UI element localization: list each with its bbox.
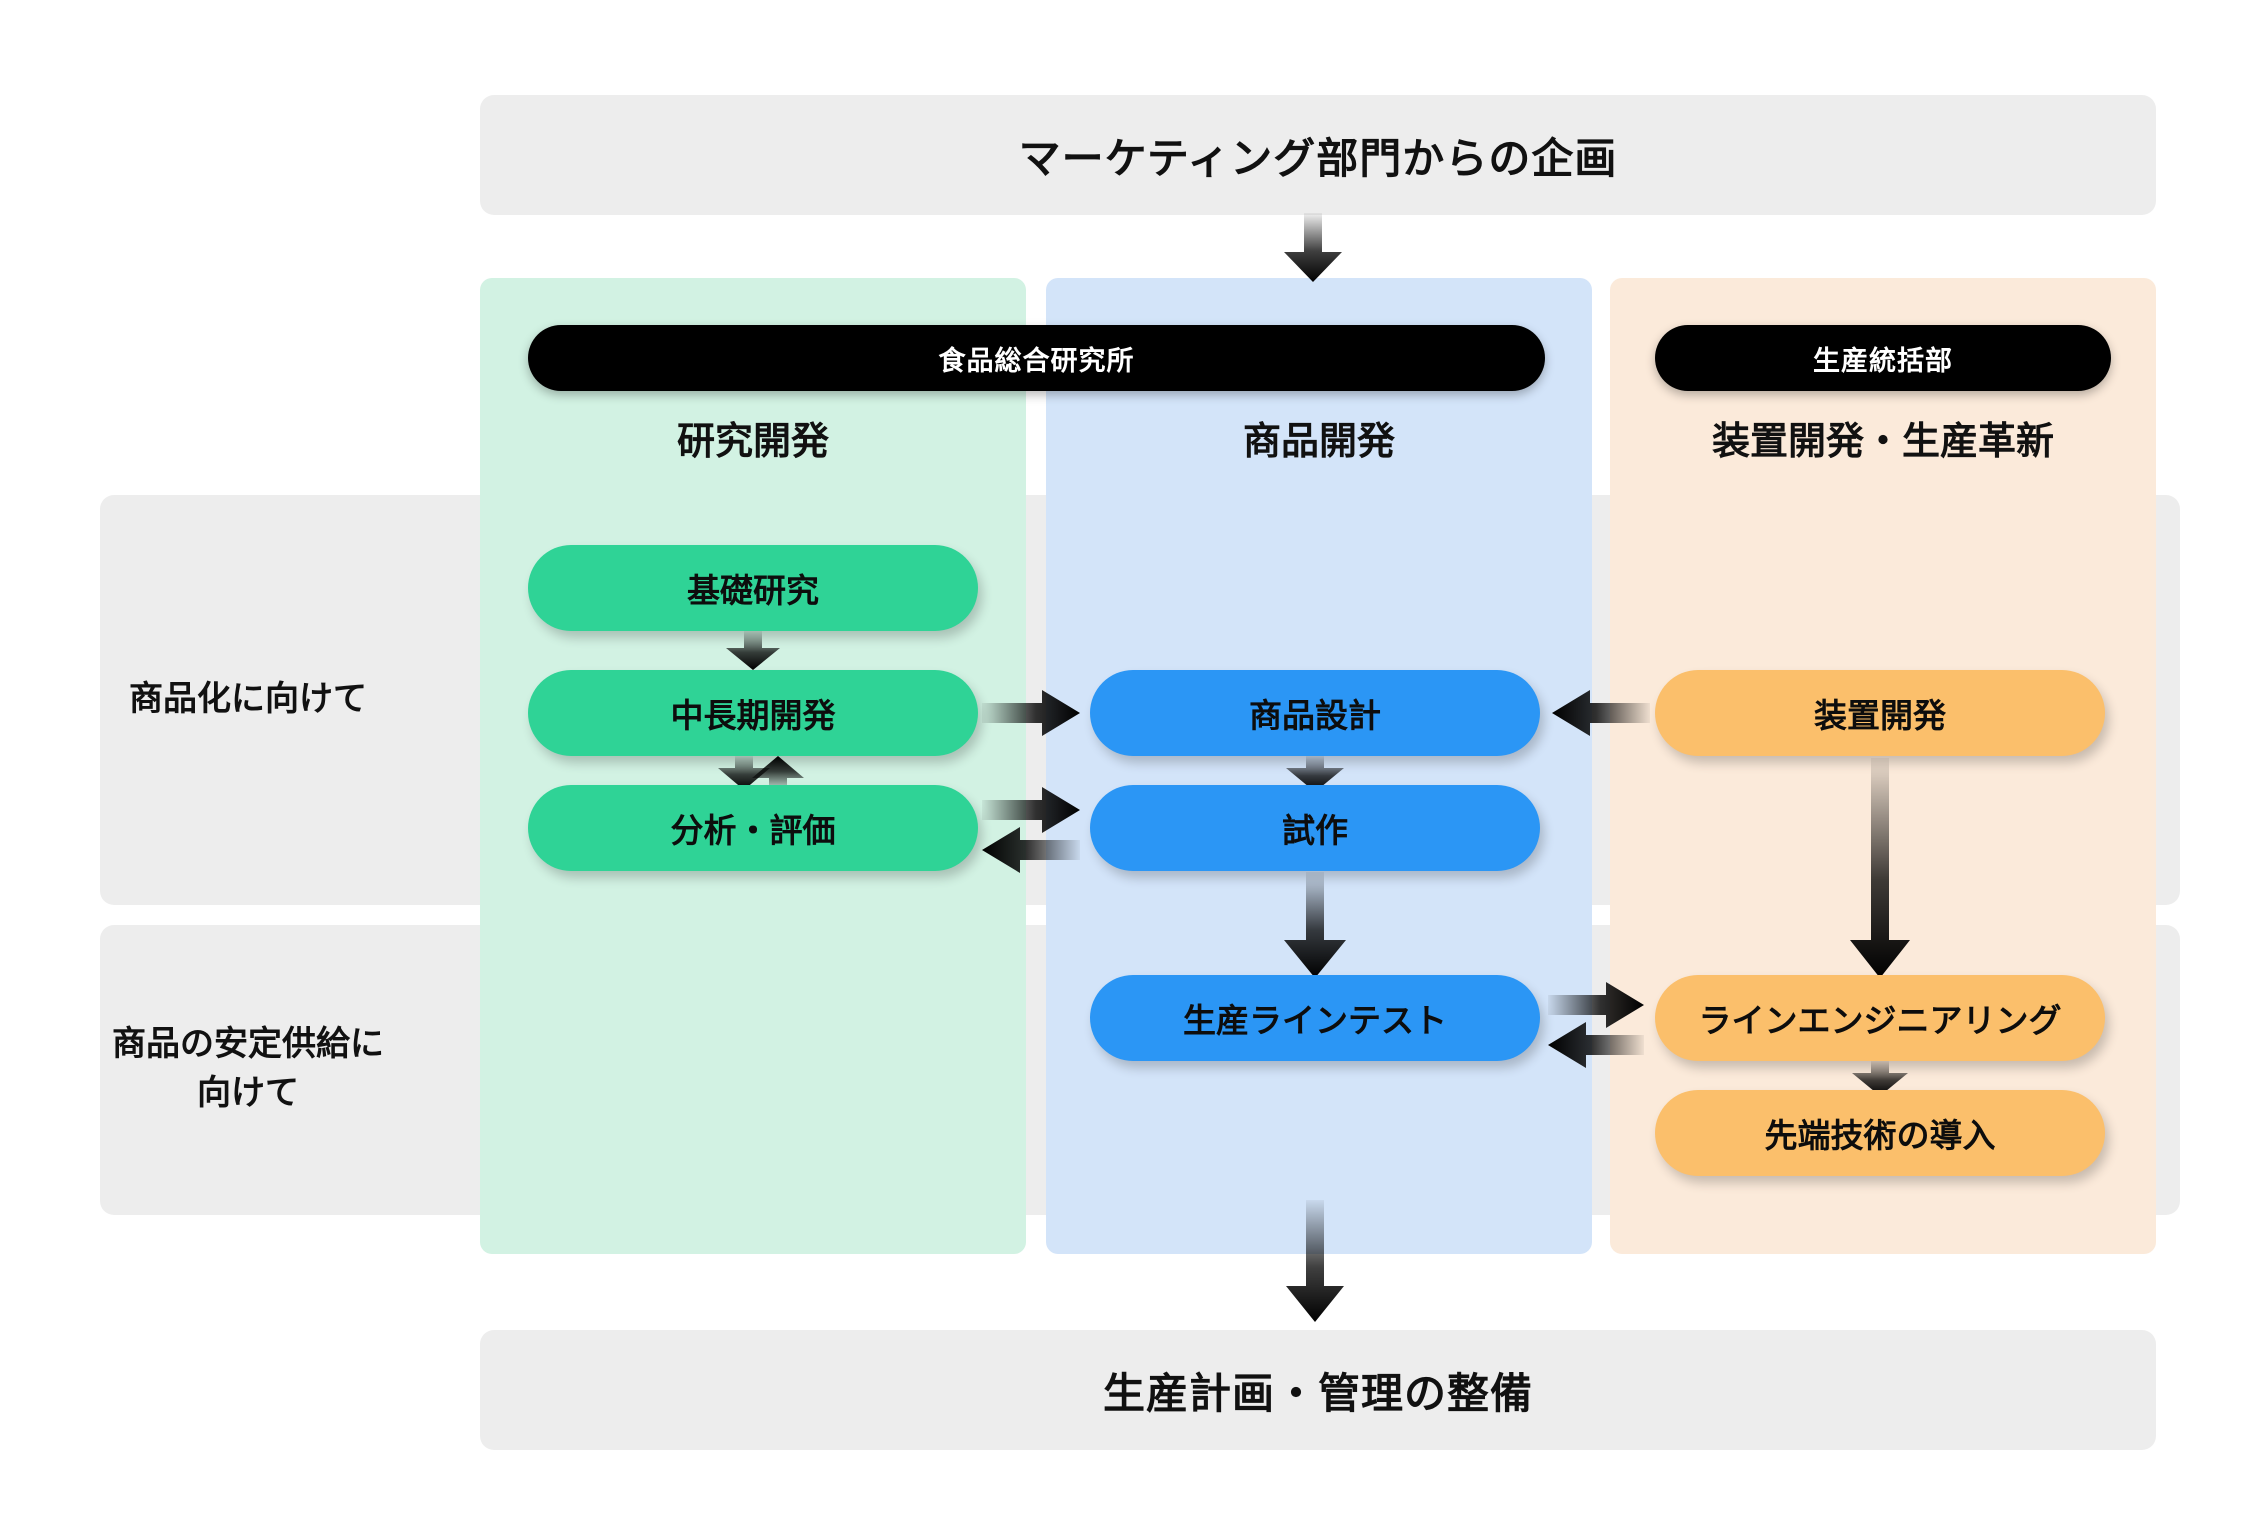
org-pill-food-research-institute: 食品総合研究所 — [528, 325, 1545, 391]
node-equipment-development[interactable]: 装置開発 — [1655, 670, 2105, 756]
arrow-equipment-to-design — [1552, 690, 1650, 736]
node-line-engineering[interactable]: ラインエンジニアリング — [1655, 975, 2105, 1061]
org-pill-lab-label: 食品総合研究所 — [938, 345, 1135, 376]
arrow-line-test-to-production-plan — [1286, 1200, 1344, 1322]
arrow-analysis-to-midterm — [752, 756, 804, 790]
org-pill-prod-label: 生産統括部 — [1813, 345, 1953, 376]
node-prototyping[interactable]: 試作 — [1090, 785, 1540, 871]
input-banner: マーケティング部門からの企画 — [480, 95, 2156, 215]
node-advanced-technology[interactable]: 先端技術の導入 — [1655, 1090, 2105, 1176]
node-basic-research[interactable]: 基礎研究 — [528, 545, 978, 631]
node-analysis-evaluation[interactable]: 分析・評価 — [528, 785, 978, 871]
column-caption-equipment-development: 装置開発・生産革新 — [1711, 421, 2054, 463]
arrow-line-test-to-line-engineering — [1548, 982, 1644, 1028]
column-caption-research-development: 研究開発 — [676, 421, 829, 463]
row-label-commercialization-text: 商品化に向けて — [129, 680, 367, 718]
node-midterm-development[interactable]: 中長期開発 — [528, 670, 978, 756]
column-caption-product-development: 商品開発 — [1242, 421, 1395, 463]
output-banner-label: 生産計画・管理の整備 — [1102, 1369, 1533, 1417]
input-banner-label: マーケティング部門からの企画 — [1018, 134, 1618, 182]
arrow-design-to-prototype — [1286, 756, 1344, 792]
arrow-line-engineering-to-advanced-tech — [1852, 1061, 1908, 1096]
arrow-line-engineering-to-line-test — [1548, 1022, 1644, 1068]
row-label-stable-supply-line2: 向けて — [197, 1074, 299, 1113]
arrow-prototype-to-analysis — [982, 827, 1080, 873]
output-banner: 生産計画・管理の整備 — [480, 1330, 2156, 1450]
row-label-stable-supply: 商品の安定供給に 向けて — [58, 1020, 438, 1119]
arrow-midterm-to-design — [982, 690, 1080, 736]
arrow-basic-to-midterm — [726, 631, 780, 670]
arrow-plan-to-product-development — [1284, 213, 1342, 282]
arrow-equipment-to-line-engineering — [1850, 758, 1910, 978]
node-production-line-test[interactable]: 生産ラインテスト — [1090, 975, 1540, 1061]
row-label-stable-supply-line1: 商品の安定供給に — [112, 1025, 384, 1063]
arrow-analysis-to-prototype — [982, 787, 1080, 833]
node-product-design[interactable]: 商品設計 — [1090, 670, 1540, 756]
arrow-prototype-to-line-test — [1284, 872, 1346, 978]
org-pill-production-division: 生産統括部 — [1655, 325, 2111, 391]
row-label-commercialization: 商品化に向けて — [58, 675, 438, 724]
arrow-midterm-to-analysis — [718, 756, 770, 790]
